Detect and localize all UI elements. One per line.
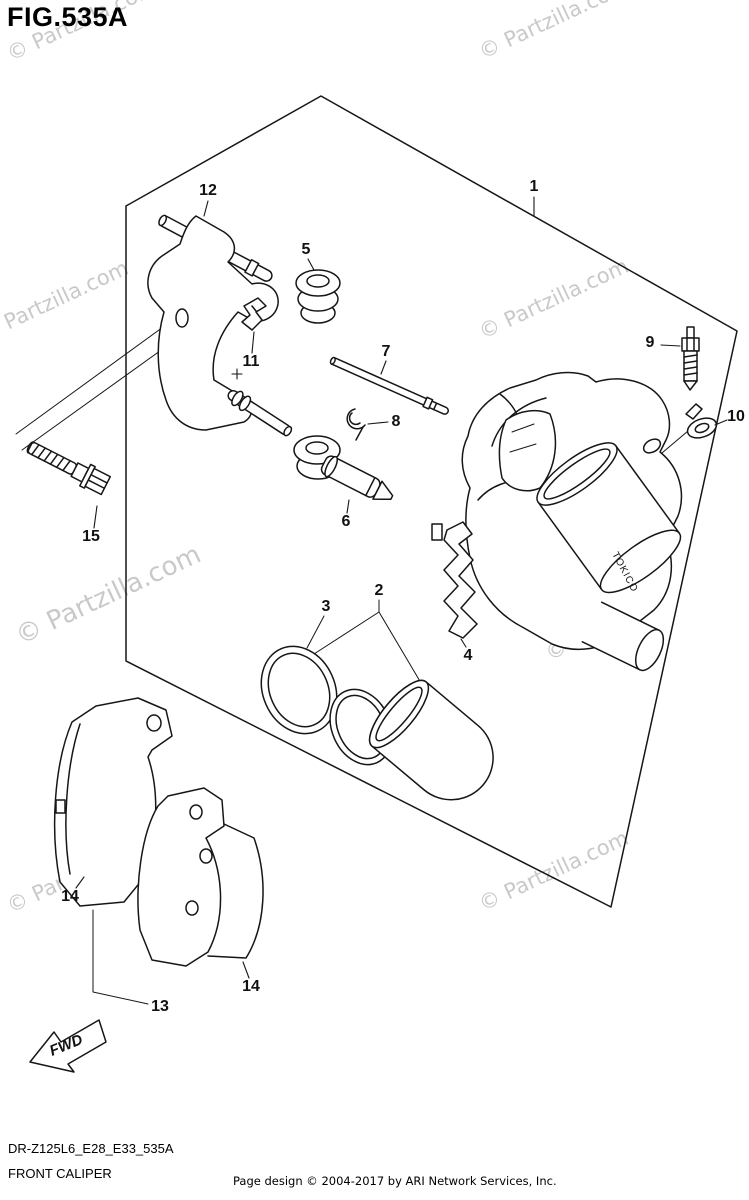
- callout-5: 5: [301, 241, 311, 258]
- diagram-frame: [125, 95, 738, 908]
- figure-title: FIG.535A: [7, 2, 129, 32]
- callout-12: 12: [199, 182, 217, 199]
- callout-14-outer: 14: [61, 888, 79, 905]
- callout-2: 2: [374, 582, 384, 599]
- part-4-pad-spring-drawing: [431, 521, 478, 639]
- part-12-caliper-bracket-drawing: [147, 214, 293, 437]
- footer-diagram-name: FRONT CALIPER: [8, 1166, 112, 1181]
- callout-11: 11: [242, 353, 260, 370]
- callout-1: 1: [529, 178, 539, 195]
- callout-10: 10: [727, 408, 745, 425]
- callout-3: 3: [321, 598, 331, 615]
- part-7-pad-pin-drawing: [329, 356, 449, 415]
- callout-13: 13: [151, 998, 169, 1015]
- callout-4: 4: [463, 647, 473, 664]
- callout-15: 15: [82, 528, 100, 545]
- footer-copyright: Page design © 2004-2017 by ARI Network S…: [233, 1174, 557, 1188]
- part-15-mount-bolt-drawing: [26, 441, 112, 496]
- part-2-piston-drawing: [368, 679, 494, 801]
- part-8-clip-drawing: [346, 408, 366, 441]
- fwd-arrow: FWD: [29, 1019, 107, 1073]
- callout-14-inner: 14: [242, 978, 260, 995]
- footer-model-code: DR-Z125L6_E28_E33_535A: [8, 1141, 174, 1156]
- part-11-pad-clip-drawing: [241, 297, 267, 331]
- part-9-bleeder-valve-drawing: [681, 326, 700, 391]
- part-5-boot-drawing: [295, 269, 341, 324]
- part-10-washer-drawing: [685, 403, 718, 439]
- callout-9: 9: [645, 334, 655, 351]
- part-14-brake-pad-inner-drawing: [137, 787, 264, 967]
- callout-7: 7: [381, 343, 391, 360]
- callout-6: 6: [341, 513, 351, 530]
- part-6-slide-pin-drawing: [293, 435, 394, 501]
- part-1-caliper-body-drawing: TOKICO: [461, 371, 683, 672]
- callout-8: 8: [391, 413, 401, 430]
